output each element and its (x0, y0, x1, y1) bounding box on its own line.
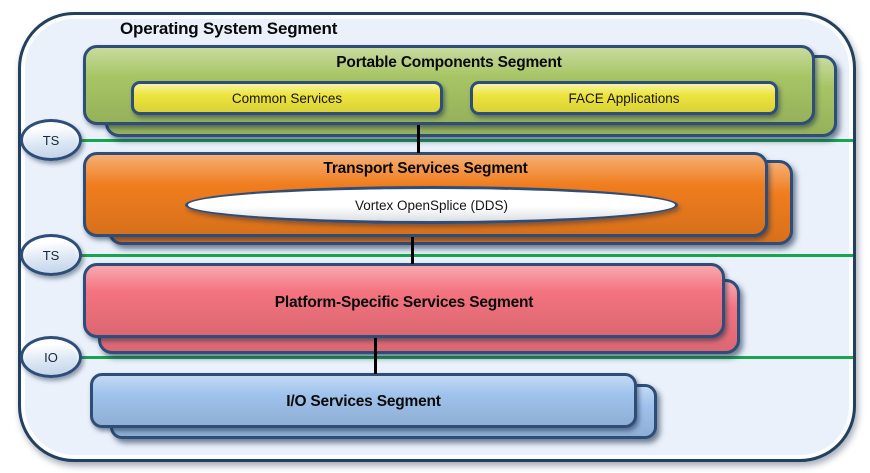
vortex-opensplice-dds-node: Vortex OpenSplice (DDS) (185, 186, 678, 224)
common-services-label: Common Services (231, 90, 343, 106)
connector-portable-transport (417, 125, 420, 153)
io-badge: IO (20, 336, 82, 378)
io-interface-line (58, 356, 853, 359)
io-services-segment-title: I/O Services Segment (286, 393, 441, 410)
ts-interface-line-top (58, 139, 853, 142)
ts-badge-top: TS (20, 119, 82, 161)
ts-interface-line-middle (58, 254, 853, 257)
platform-specific-services-segment-title: Platform-Specific Services Segment (274, 294, 534, 311)
face-applications-box: FACE Applications (470, 81, 778, 115)
ts-badge-middle-label: TS (42, 247, 60, 263)
operating-system-segment-title: Operating System Segment (120, 19, 338, 38)
connector-transport-platform (411, 237, 414, 264)
transport-services-segment-title: Transport Services Segment (323, 160, 528, 177)
common-services-box: Common Services (131, 81, 443, 115)
portable-components-segment-title: Portable Components Segment (336, 54, 562, 71)
transport-services-segment-box: Transport Services Segment Vortex OpenSp… (83, 152, 768, 237)
io-badge-label: IO (44, 349, 58, 365)
portable-components-segment-box: Portable Components Segment Common Servi… (83, 45, 815, 125)
vortex-opensplice-dds-label: Vortex OpenSplice (DDS) (354, 197, 509, 213)
ts-badge-top-label: TS (42, 132, 60, 148)
platform-specific-services-segment-box: Platform-Specific Services Segment (83, 263, 725, 338)
face-applications-label: FACE Applications (568, 90, 680, 106)
connector-platform-io (374, 338, 377, 374)
io-services-segment-box: I/O Services Segment (90, 373, 637, 428)
ts-badge-middle: TS (20, 234, 82, 276)
